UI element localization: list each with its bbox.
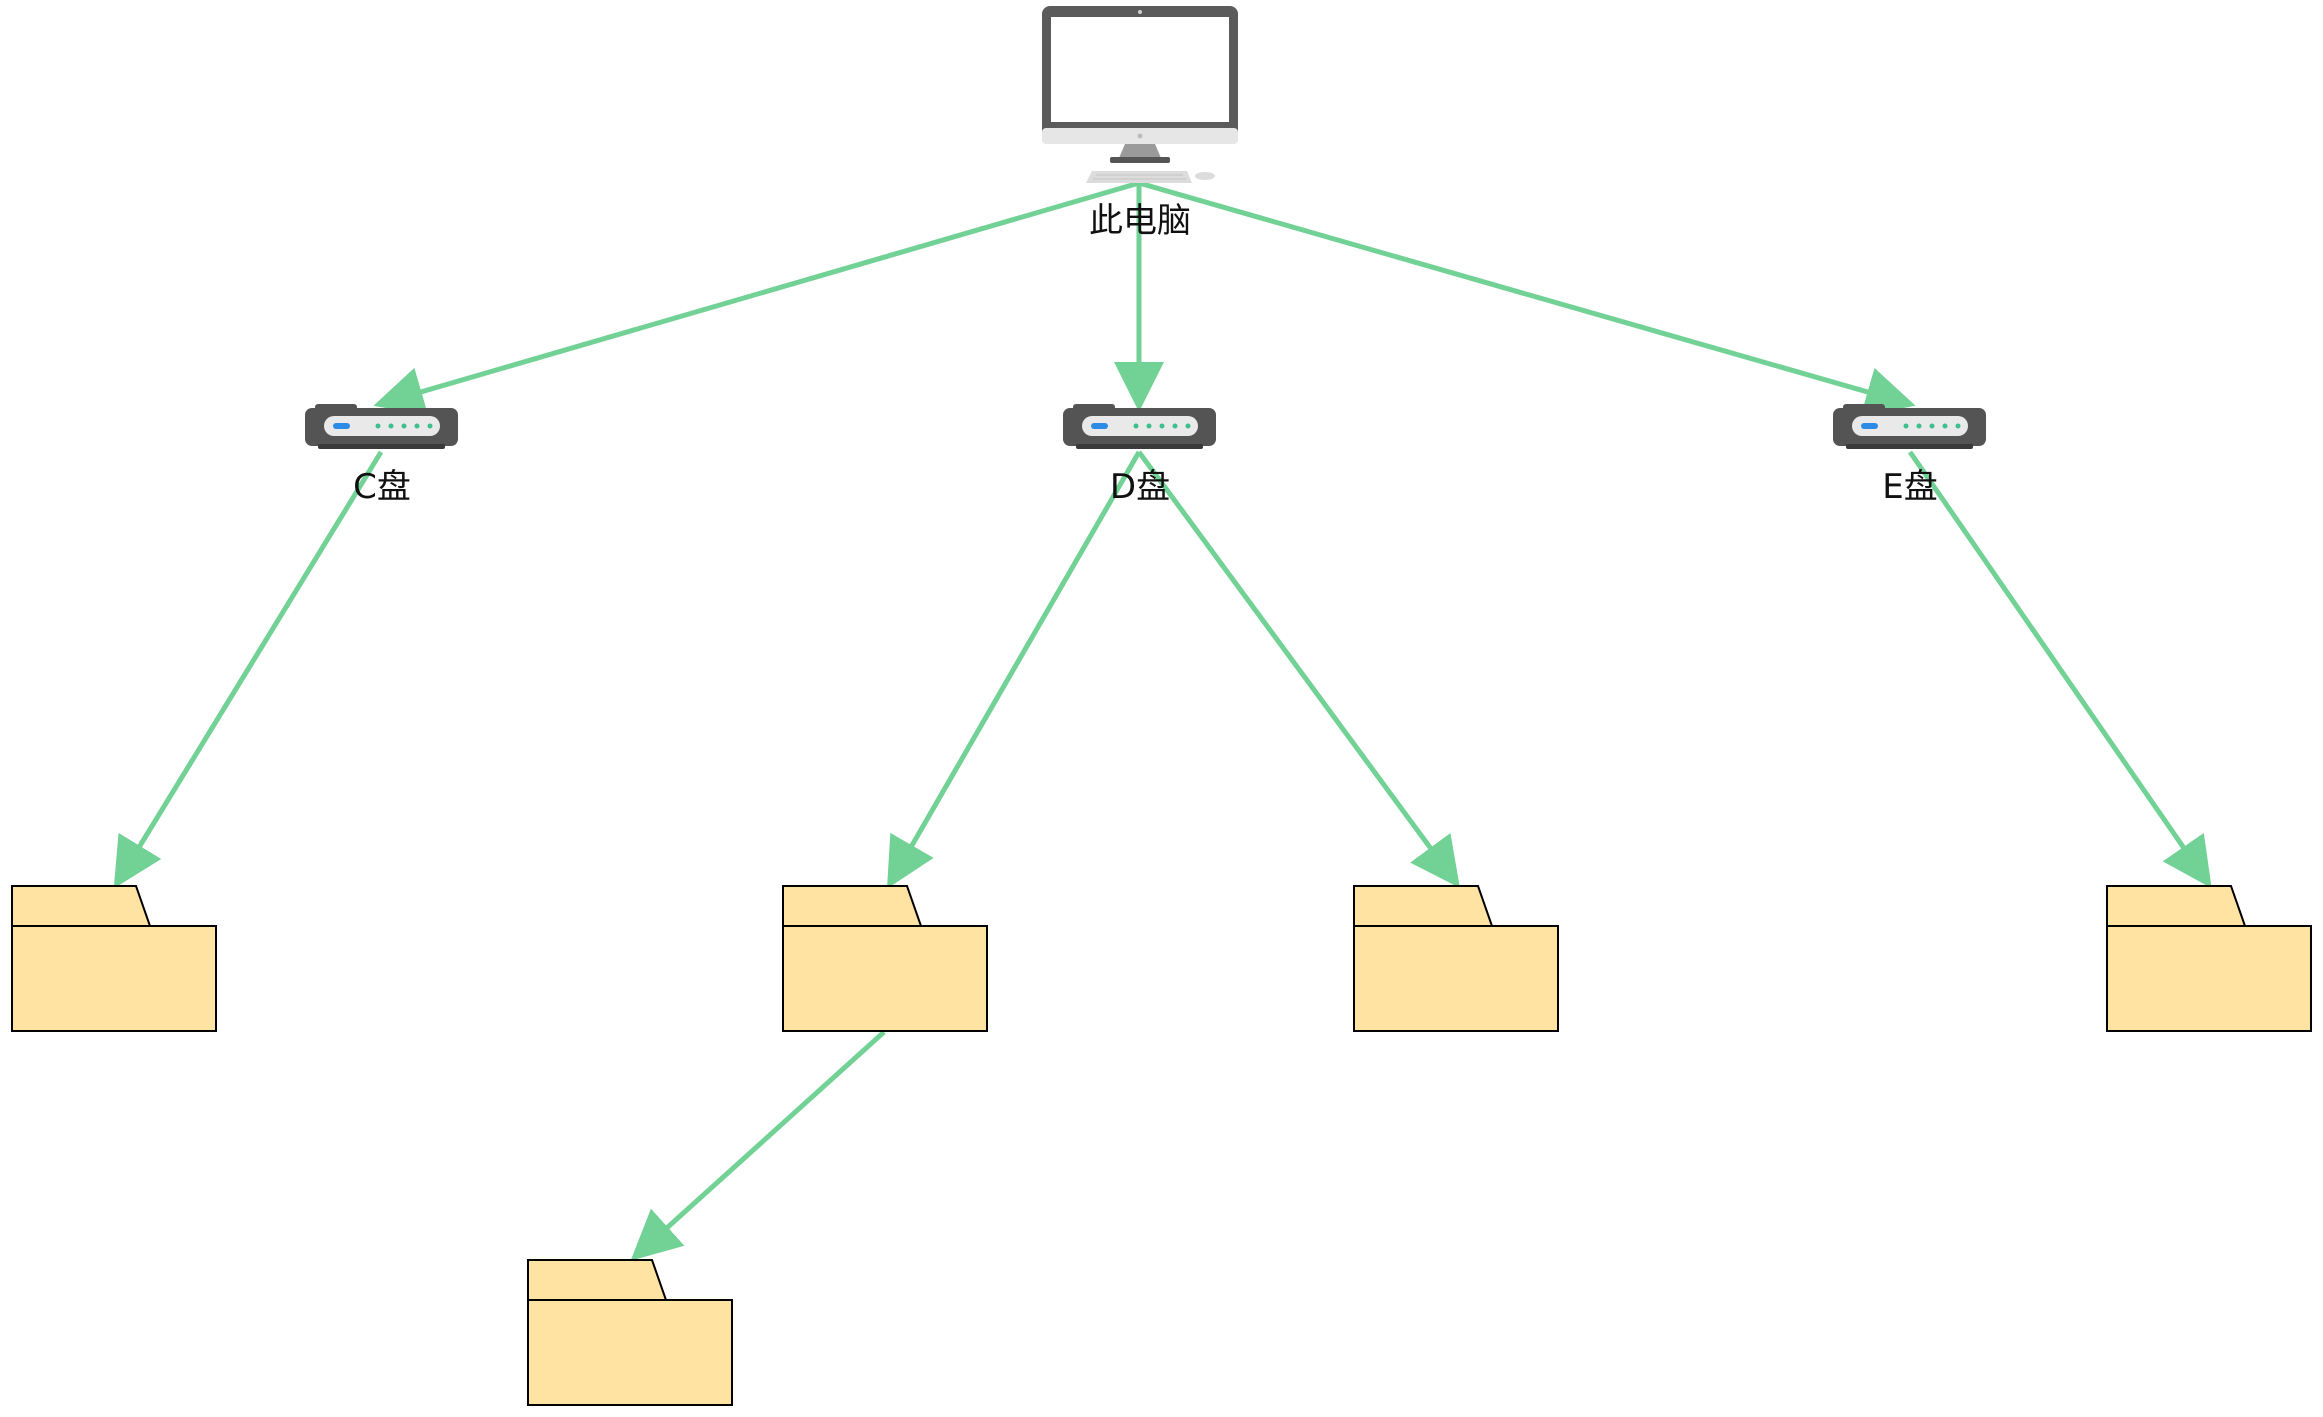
computer-label: 此电脑 <box>1089 201 1191 241</box>
folder-icon <box>782 885 988 1032</box>
folder-icon <box>2106 885 2312 1032</box>
drive-d-label: D盘 <box>1109 467 1171 507</box>
folder-icon <box>11 885 217 1032</box>
drive-c-label: C盘 <box>353 467 411 507</box>
edge-folder-d-1-to-folder-d-1-1[interactable] <box>630 1030 886 1261</box>
edges <box>113 180 2212 1261</box>
edge-computer-to-drive-e[interactable] <box>1138 180 1916 417</box>
folder-icon <box>527 1259 733 1406</box>
drive-d-node[interactable] <box>1063 404 1216 449</box>
folder-node[interactable] <box>1353 885 1559 1032</box>
hard-drive-icon <box>1833 404 1986 449</box>
monitor-icon <box>1042 6 1238 183</box>
computer-node[interactable] <box>1042 6 1238 183</box>
edge-drive-c-to-folder-c-1[interactable] <box>113 450 384 889</box>
edge-drive-d-to-folder-d-2[interactable] <box>1136 450 1460 889</box>
edge-computer-to-drive-c[interactable] <box>373 180 1140 416</box>
edge-drive-d-to-folder-d-1[interactable] <box>887 450 1142 889</box>
folder-node[interactable] <box>527 1259 733 1406</box>
folder-node[interactable] <box>2106 885 2312 1032</box>
folder-icon <box>1353 885 1559 1032</box>
hard-drive-icon <box>305 404 458 449</box>
drive-c-node[interactable] <box>305 404 458 449</box>
folder-node[interactable] <box>782 885 988 1032</box>
drive-e-label: E盘 <box>1882 467 1938 507</box>
hard-drive-icon <box>1063 404 1216 449</box>
edge-drive-e-to-folder-e-1[interactable] <box>1907 450 2212 889</box>
drive-e-node[interactable] <box>1833 404 1986 449</box>
folder-node[interactable] <box>11 885 217 1032</box>
